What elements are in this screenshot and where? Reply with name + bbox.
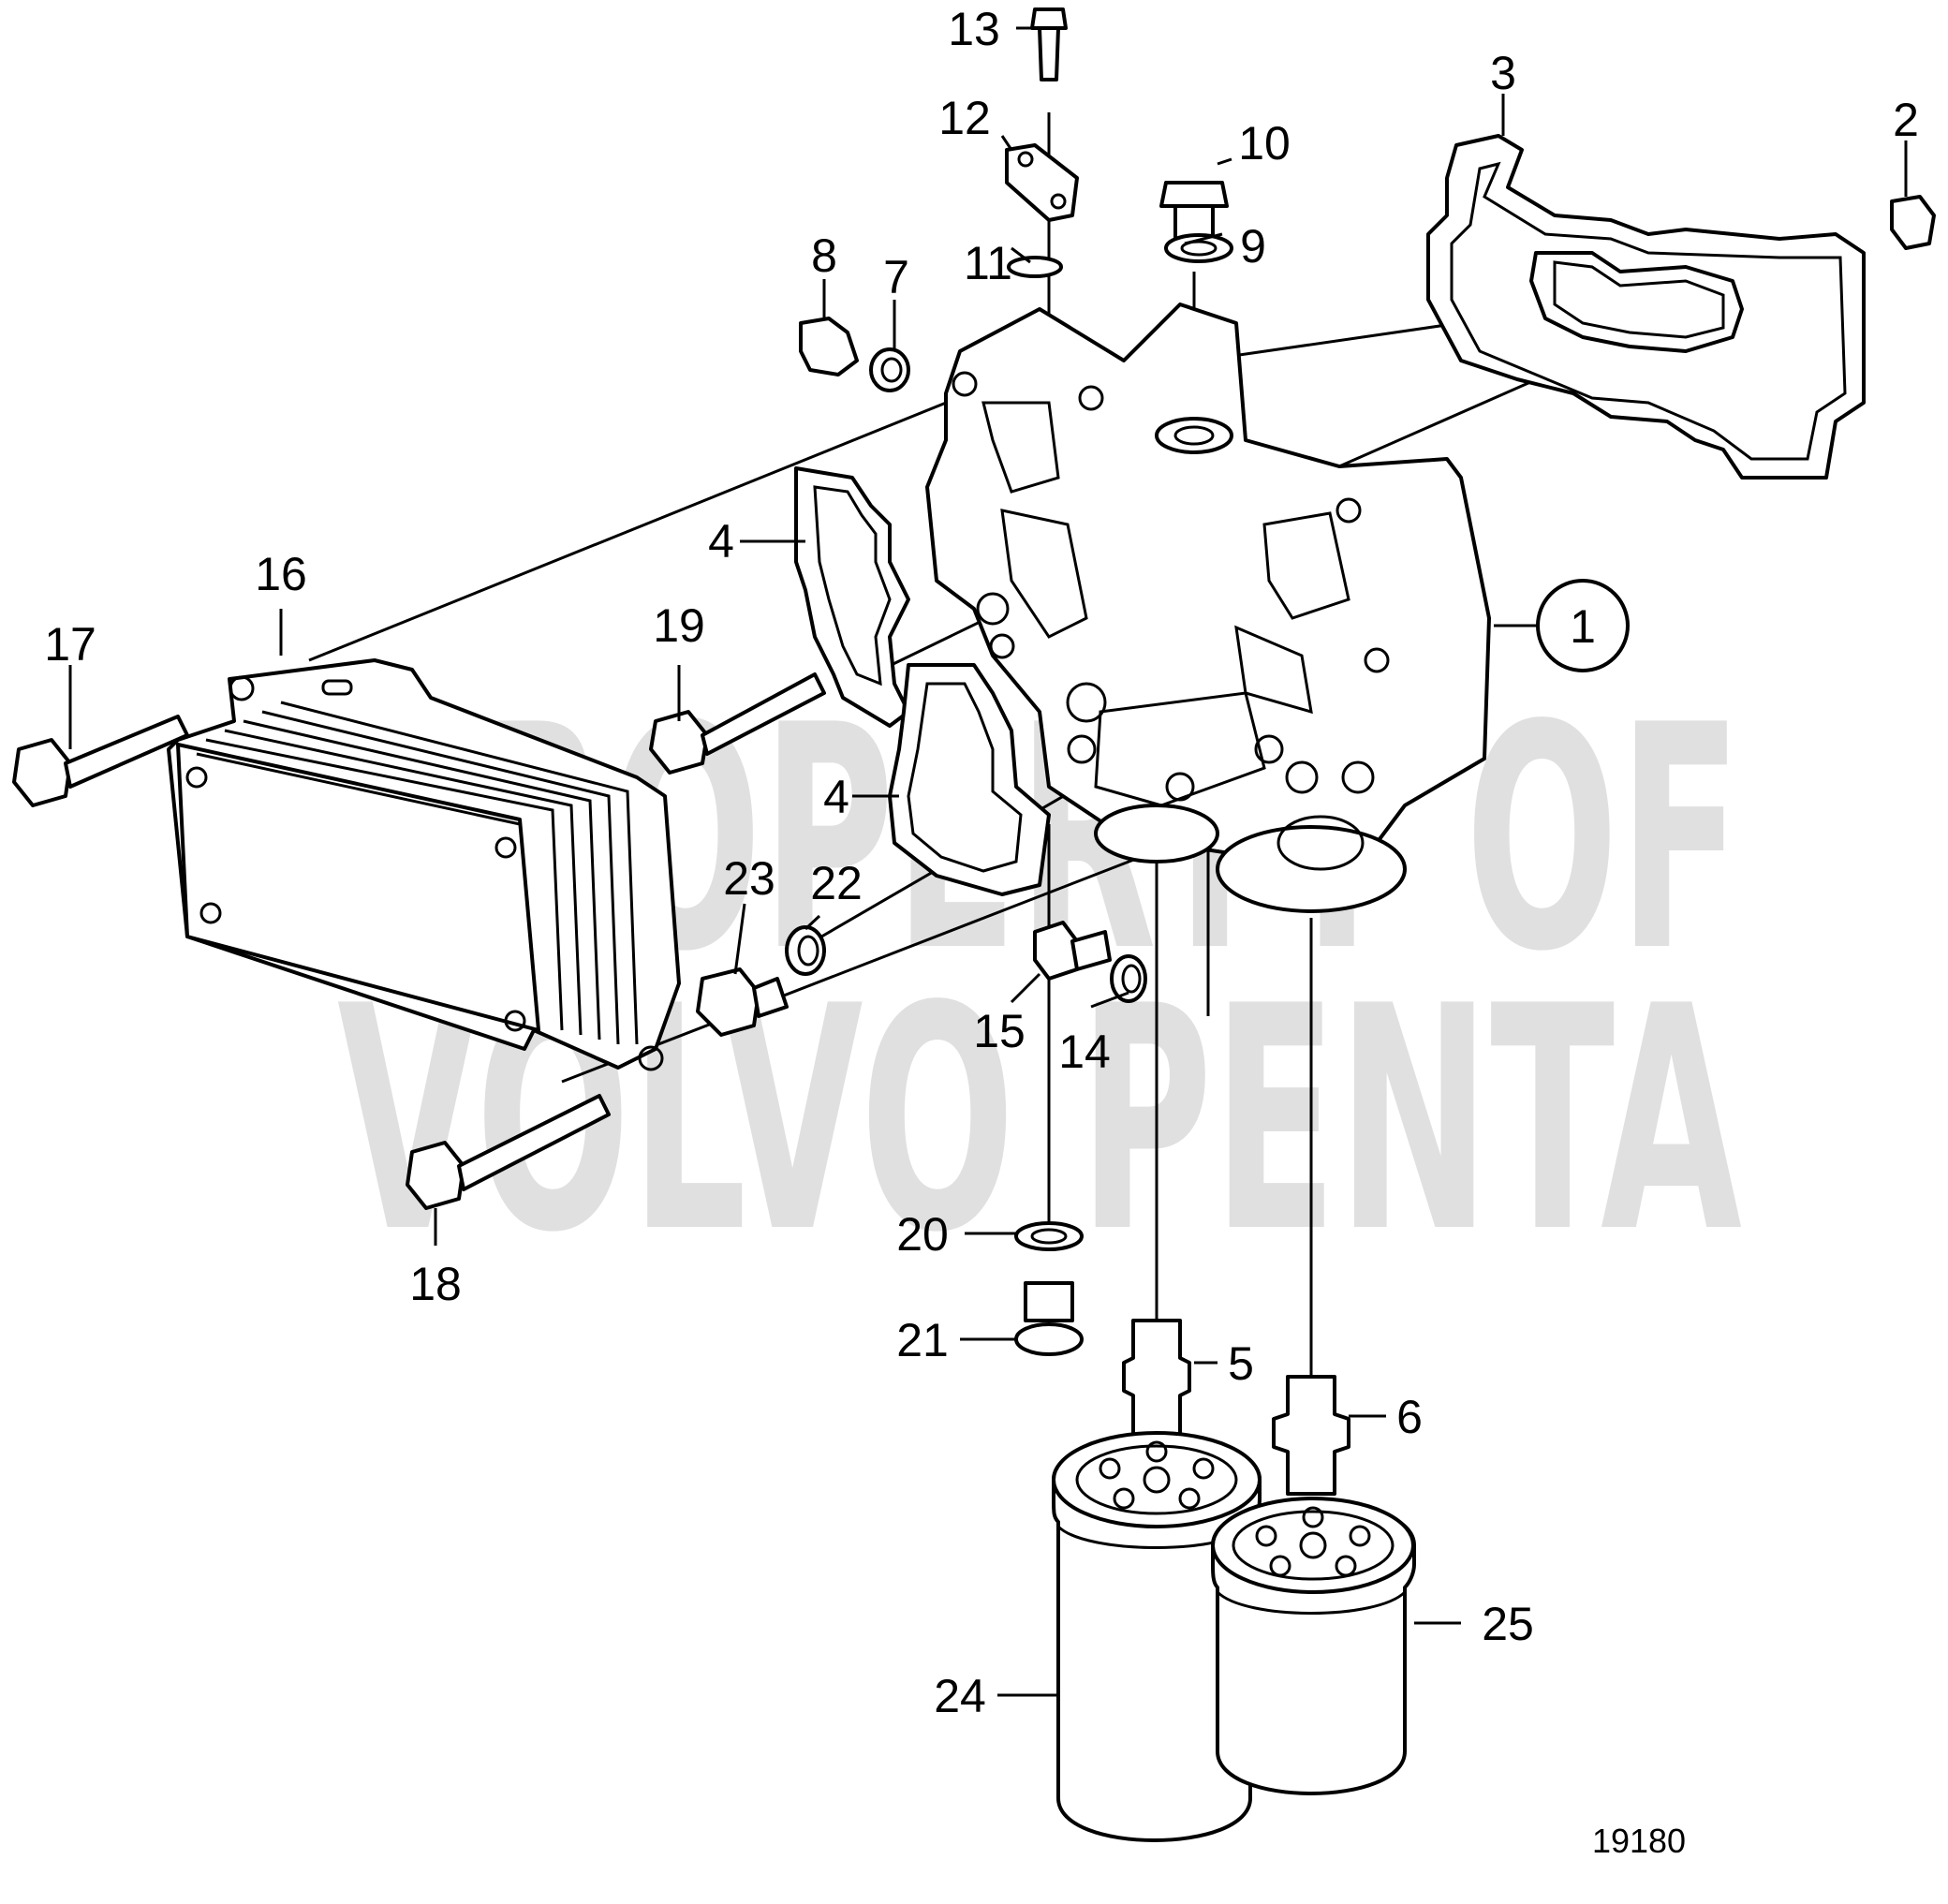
callout-8: 8 <box>811 229 837 282</box>
callout-5: 5 <box>1228 1337 1254 1390</box>
oil-filter-housing <box>925 303 1491 913</box>
callout-6: 6 <box>1396 1391 1423 1443</box>
callout-13: 13 <box>948 3 1000 55</box>
washer-14 <box>1110 954 1147 1003</box>
callout-25: 25 <box>1482 1598 1534 1650</box>
callout-12: 12 <box>938 92 991 144</box>
callout-19: 19 <box>653 599 705 652</box>
bolt-17 <box>12 715 189 807</box>
callout-24: 24 <box>934 1670 986 1722</box>
callout-4-upper: 4 <box>708 515 734 568</box>
plate-12 <box>1005 143 1079 222</box>
callout-11: 11 <box>964 237 1012 289</box>
callout-23: 23 <box>723 852 775 905</box>
callout-1-circle <box>1536 579 1630 672</box>
gasket-4-upper <box>794 466 910 728</box>
plug-23 <box>696 967 789 1037</box>
callout-9: 9 <box>1240 220 1266 273</box>
callout-20: 20 <box>896 1208 949 1261</box>
callout-17: 17 <box>44 618 96 671</box>
callout-4-lower: 4 <box>823 771 849 823</box>
nipple-5 <box>1122 1319 1191 1439</box>
leader-lines <box>68 26 1908 1697</box>
callout-16: 16 <box>255 548 307 600</box>
washer-7 <box>869 347 910 392</box>
oil-filter-25 <box>1211 1497 1416 1795</box>
callout-1: 1 <box>1570 600 1596 653</box>
washer-20 <box>1014 1221 1084 1251</box>
o-ring-11 <box>1007 256 1063 278</box>
figure-number: 19180 <box>1592 1822 1686 1860</box>
callout-14: 14 <box>1058 1026 1111 1078</box>
oil-filter-24 <box>1052 1431 1262 1842</box>
plug-15 <box>1033 921 1112 981</box>
callout-21: 21 <box>896 1314 949 1366</box>
washer-22 <box>785 925 826 976</box>
callout-22: 22 <box>810 857 863 909</box>
bolt-18 <box>406 1094 611 1210</box>
callout-2: 2 <box>1893 94 1919 146</box>
plug-21 <box>1014 1281 1084 1356</box>
plug-10 <box>1159 181 1229 241</box>
gasket-3 <box>1426 134 1866 480</box>
bolt-19 <box>649 672 826 775</box>
nipple-6 <box>1272 1375 1350 1496</box>
callout-7: 7 <box>883 251 909 303</box>
plug-8 <box>799 317 859 376</box>
washer-9 <box>1164 233 1233 263</box>
plug-2 <box>1890 195 1936 250</box>
oil-cooler <box>167 658 681 1071</box>
callout-18: 18 <box>409 1258 462 1310</box>
callout-15: 15 <box>973 1005 1026 1057</box>
gasket-4-lower <box>888 663 1051 896</box>
screw-13 <box>1030 7 1068 81</box>
callout-10: 10 <box>1238 117 1291 170</box>
callout-3: 3 <box>1490 47 1516 99</box>
callout-labels: 1 2 3 4 4 5 6 7 8 9 10 11 12 13 14 15 16… <box>44 3 1919 1722</box>
